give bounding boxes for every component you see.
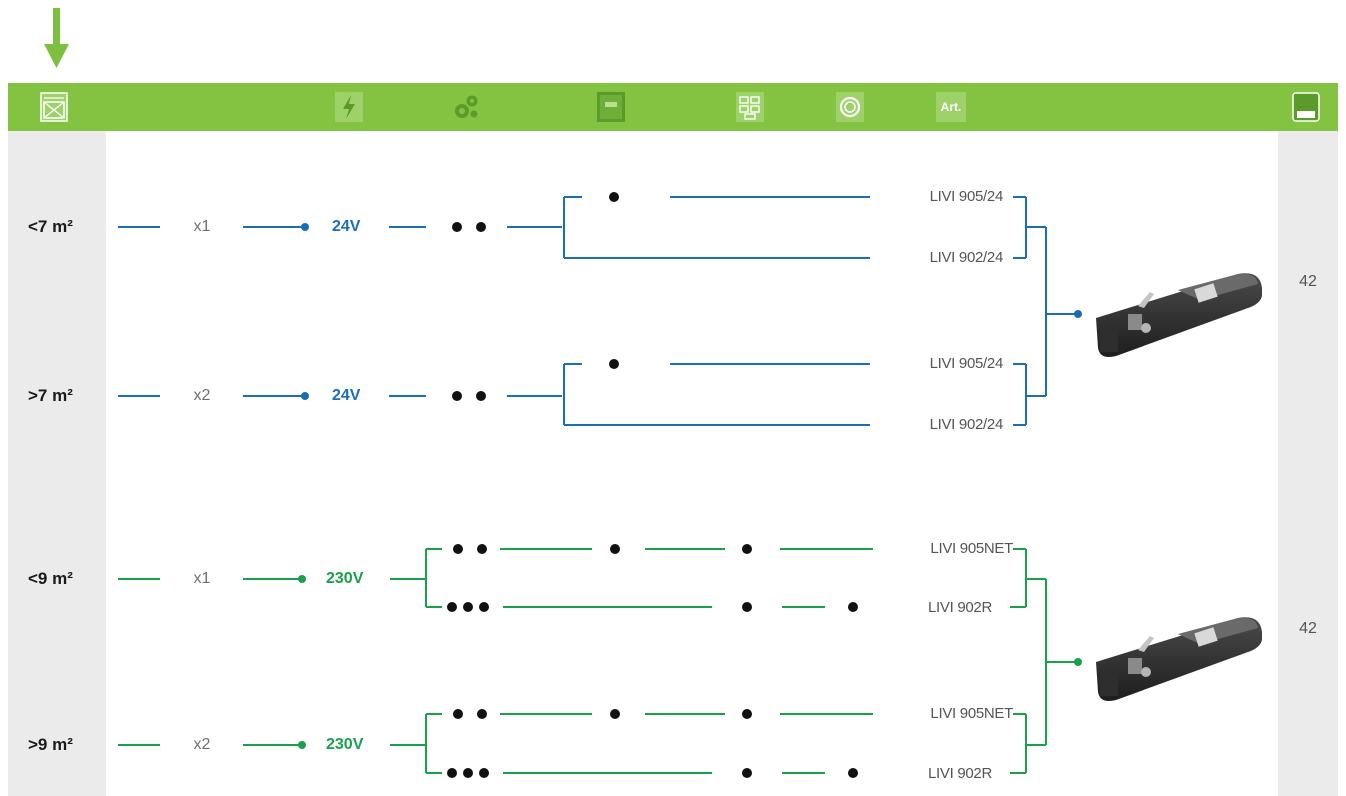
feature-dot <box>848 602 858 612</box>
feature-dot <box>742 709 752 719</box>
quantity-label: x1 <box>193 218 211 235</box>
feature-dot <box>848 768 858 778</box>
header-bar <box>8 83 1338 131</box>
voltage-label: 24V <box>332 218 361 235</box>
junction-dot <box>301 392 309 400</box>
quantity-label: x2 <box>193 387 211 404</box>
model-label: LIVI 902/24 <box>929 249 1004 266</box>
window-icon <box>40 92 68 122</box>
feature-dot <box>610 544 620 554</box>
feature-dot <box>477 709 487 719</box>
model-label: LIVI 902R <box>927 599 992 616</box>
feature-dot <box>476 222 486 232</box>
area-label: >9 m² <box>28 735 73 754</box>
feature-dot <box>453 709 463 719</box>
feature-dot <box>742 602 752 612</box>
page-number: 42 <box>1299 620 1317 637</box>
rotation-icon <box>836 92 864 122</box>
model-label: LIVI 905/24 <box>929 355 1004 372</box>
feature-dot <box>463 602 473 612</box>
voltage-label: 24V <box>332 387 361 404</box>
model-label: LIVI 905NET <box>930 705 1013 722</box>
area-label: >7 m² <box>28 386 73 405</box>
feature-dot <box>479 602 489 612</box>
down-arrow-icon <box>44 8 69 68</box>
feature-dot <box>452 222 462 232</box>
modules-icon <box>736 92 764 122</box>
feature-dot <box>476 391 486 401</box>
page-number: 42 <box>1299 273 1317 290</box>
feature-dot <box>479 768 489 778</box>
junction-dot <box>298 575 306 583</box>
feature-dot <box>742 768 752 778</box>
lightning-icon <box>335 92 363 122</box>
model-label: LIVI 902/24 <box>929 416 1004 433</box>
page-column <box>1278 131 1338 796</box>
feature-dot <box>463 768 473 778</box>
junction-dot <box>301 223 309 231</box>
model-label: LIVI 902R <box>927 765 992 782</box>
voltage-label: 230V <box>326 570 364 587</box>
article-icon: Art. <box>936 92 966 122</box>
feature-dot <box>610 709 620 719</box>
model-label: LIVI 905NET <box>930 540 1013 557</box>
page-icon <box>1292 92 1320 122</box>
feature-dot <box>447 768 457 778</box>
junction-dot <box>1074 658 1082 666</box>
area-label: <9 m² <box>28 569 73 588</box>
feature-dot <box>453 544 463 554</box>
control-panel-icon <box>597 92 625 122</box>
voltage-label: 230V <box>326 736 364 753</box>
junction-dot <box>298 741 306 749</box>
area-column <box>8 131 106 796</box>
model-label: LIVI 905/24 <box>929 188 1004 205</box>
area-label: <7 m² <box>28 217 73 236</box>
feature-dot <box>452 391 462 401</box>
feature-dot <box>447 602 457 612</box>
feature-dot <box>609 192 619 202</box>
feature-dot <box>477 544 487 554</box>
quantity-label: x1 <box>193 570 211 587</box>
feature-dot <box>609 359 619 369</box>
gears-icon <box>455 95 478 118</box>
actuator-image <box>1096 617 1262 701</box>
actuator-image <box>1096 273 1262 357</box>
quantity-label: x2 <box>193 736 211 753</box>
junction-dot <box>1074 310 1082 318</box>
feature-dot <box>742 544 752 554</box>
